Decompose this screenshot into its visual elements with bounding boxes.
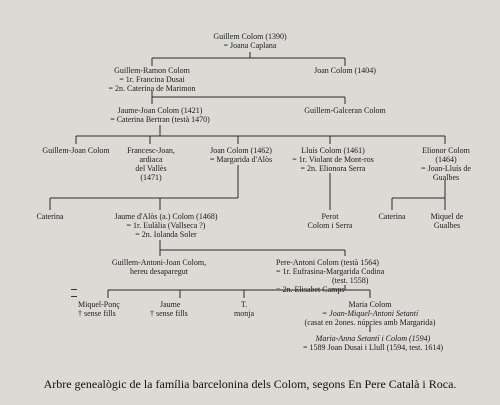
person-perot-colom: Perot Colom i Serra xyxy=(304,212,356,230)
person-spouse: = Joan-Miquel-Antoni Setantí xyxy=(321,309,419,318)
person-dates: (1471) xyxy=(140,173,162,182)
person-elionor-colom: Elionor Colom (1464) = Joan-Lluís de Gua… xyxy=(405,146,487,182)
person-name: Joan Colom (1462) xyxy=(210,146,272,155)
person-dates: (test. 1558) xyxy=(332,276,369,285)
tree-connectors xyxy=(49,52,446,332)
person-name: Colom i Serra xyxy=(307,221,353,230)
person-spouse: = 1r. Francina Dusai xyxy=(119,75,185,84)
person-dates: (1464) xyxy=(435,155,457,164)
person-spouse: = 2n. Caterina de Marimon xyxy=(108,84,196,93)
person-guillem-colom: Guillem Colom (1390) = Joana Caplana xyxy=(195,32,305,50)
person-spouse: = 2n. Elisabet Camps xyxy=(276,285,345,294)
person-name: Jaume-Joan Colom (1421) xyxy=(117,106,203,115)
person-name: Guillem Colom (1390) xyxy=(213,32,287,41)
person-lluis-colom: Lluís Colom (1461) = 1r. Violant de Mont… xyxy=(284,146,382,173)
person-spouse: = 2n. Elionora Serra xyxy=(300,164,366,173)
person-name: Jaume d'Alòs (a.) Colom (1468) xyxy=(114,212,218,221)
person-spouse: = Joana Caplana xyxy=(223,41,277,50)
person-guillem-galceran-colom: Guillem-Galceran Colom xyxy=(290,106,400,115)
person-name: Elionor Colom xyxy=(422,146,470,155)
person-spouse: = Joan-Lluís de xyxy=(421,164,471,173)
person-t-monja: T. monja xyxy=(228,300,260,318)
person-name: Gualbes xyxy=(433,221,461,230)
figure-caption: Arbre genealògic de la família barceloni… xyxy=(43,377,457,391)
person-spouse: = Margarida d'Alòs xyxy=(209,155,273,164)
person-maria-colom: Maria Colom = Joan-Miquel-Antoni Setantí… xyxy=(285,300,455,327)
person-name: Jaume xyxy=(160,300,181,309)
person-francesc-joan: Francesc-Joan, ardiaca del Vallès (1471) xyxy=(115,146,187,182)
person-jaume: Jaume † sense fills xyxy=(150,300,210,318)
person-spouse: = 1r. Eulàlia (Vallseca ?) xyxy=(126,221,206,230)
person-name: Maria Colom xyxy=(348,300,392,309)
person-name: T. xyxy=(240,300,248,309)
person-joan-colom-1404: Joan Colom (1404) xyxy=(300,66,390,75)
person-note: monja xyxy=(234,309,254,318)
person-caterina-elionor: Caterina xyxy=(372,212,412,221)
person-spouse: = 1r. Eufrasina-Margarida Codina xyxy=(276,267,385,276)
person-note: (casat en 2ones. núpcies amb Margarida) xyxy=(304,318,436,327)
person-jaume-joan-colom: Jaume-Joan Colom (1421) = Caterina Bertr… xyxy=(100,106,220,124)
person-spouse: = 1r. Violant de Mont-ros xyxy=(292,155,374,164)
person-spouse: = 2n. Iolanda Soler xyxy=(135,230,197,239)
person-name: Francesc-Joan, xyxy=(127,146,175,155)
person-name: Caterina xyxy=(36,212,64,221)
person-miquel-de-gualbes: Miquel de Gualbes xyxy=(425,212,469,230)
person-note: † sense fills xyxy=(150,309,188,318)
person-spouse: Gualbes xyxy=(432,173,460,182)
person-name: Maria-Anna Setantí i Colom (1594) xyxy=(315,334,431,343)
person-spouse: = 1589 Joan Dusai i Llull (1594, test. 1… xyxy=(302,343,444,352)
person-name: Joan Colom (1404) xyxy=(314,66,376,75)
person-jaume-d-alos: Jaume d'Alòs (a.) Colom (1468) = 1r. Eul… xyxy=(100,212,232,239)
person-note: † sense fills xyxy=(78,309,116,318)
person-name: Guillem-Galceran Colom xyxy=(304,106,386,115)
person-name: Pere-Antoni Colom (testà 1564) xyxy=(276,258,379,267)
person-maria-anna-setanti: Maria-Anna Setantí i Colom (1594) = 1589… xyxy=(284,334,462,352)
person-title: del Vallès xyxy=(135,164,167,173)
person-name: Miquel-Ponç xyxy=(78,300,120,309)
person-joan-colom-1462: Joan Colom (1462) = Margarida d'Alòs xyxy=(196,146,286,164)
person-guillem-ramon-colom: Guillem-Ramon Colom = 1r. Francina Dusai… xyxy=(97,66,207,93)
person-name: Caterina xyxy=(378,212,406,221)
person-title: ardiaca xyxy=(139,155,163,164)
person-name: Guillem-Ramon Colom xyxy=(114,66,190,75)
person-name: Lluís Colom (1461) xyxy=(301,146,365,155)
person-note: hereu desaparegut xyxy=(130,267,188,276)
dash-mark xyxy=(71,296,77,297)
person-name: Perot xyxy=(321,212,339,221)
person-miquel-ponc: Miquel-Ponç † sense fills xyxy=(78,300,138,318)
dash-mark xyxy=(71,289,77,290)
person-name: Guillem-Joan Colom xyxy=(42,146,110,155)
person-guillem-antoni-joan-colom: Guillem-Antoni-Joan Colom, hereu desapar… xyxy=(90,258,228,276)
person-pere-antoni-colom: Pere-Antoni Colom (testà 1564) = 1r. Euf… xyxy=(276,258,422,294)
person-spouse: = Caterina Bertran (testà 1470) xyxy=(110,115,210,124)
person-caterina: Caterina xyxy=(28,212,72,221)
person-name: Guillem-Antoni-Joan Colom, xyxy=(111,258,207,267)
person-name: Miquel de xyxy=(430,212,464,221)
person-guillem-joan-colom: Guillem-Joan Colom xyxy=(30,146,122,155)
